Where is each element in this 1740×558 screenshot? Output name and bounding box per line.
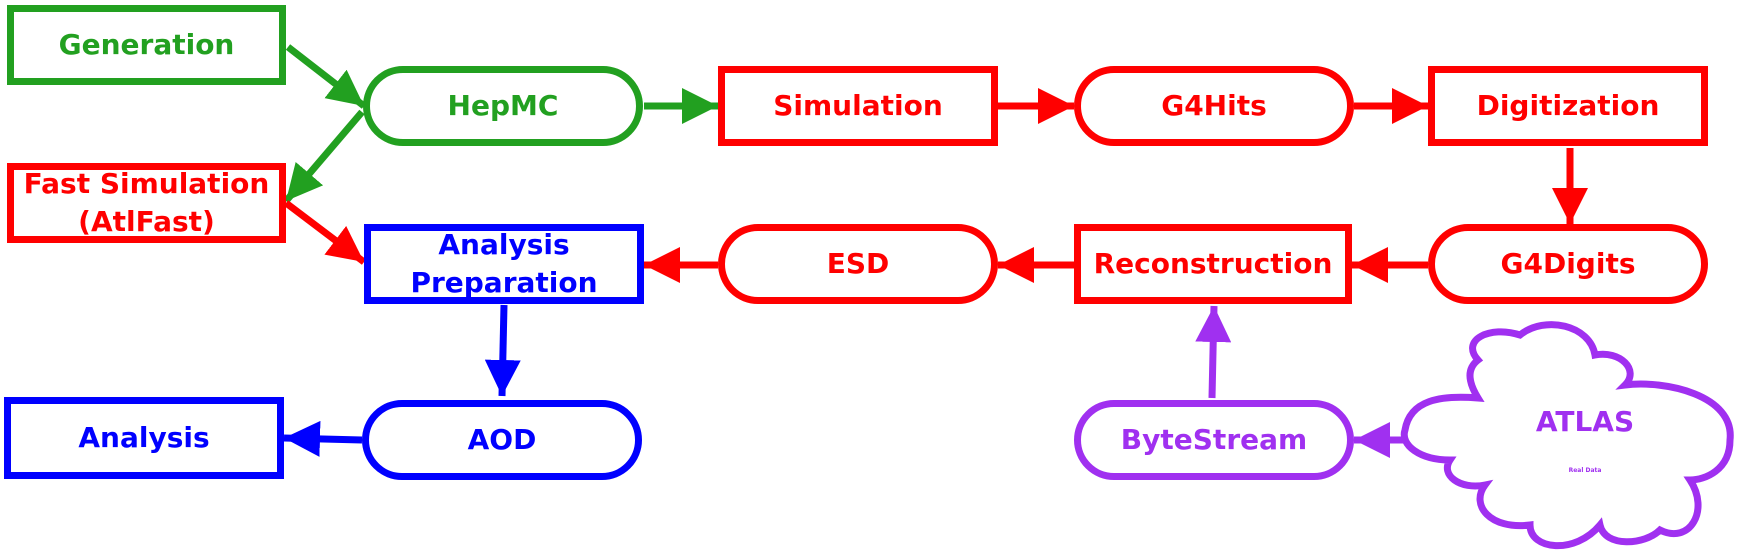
node-esd: ESD	[718, 224, 998, 304]
node-fast-simulation-label-line1: Fast Simulation	[23, 167, 270, 200]
arrow-bytestream-to-reconstruction	[1195, 305, 1232, 399]
node-generation-label: Generation	[58, 28, 235, 61]
arrow-hepmc-to-fast-simulation	[283, 109, 365, 204]
node-bytestream: ByteStream	[1074, 400, 1354, 480]
arrow-analysis-preparation-to-aod	[484, 304, 521, 397]
node-hepmc: HepMC	[363, 66, 643, 146]
node-g4digits: G4Digits	[1428, 224, 1708, 304]
node-reconstruction: Reconstruction	[1074, 224, 1352, 304]
node-analysis-preparation-label-line1: Analysis	[438, 228, 570, 261]
node-g4hits-label: G4Hits	[1161, 89, 1267, 122]
node-simulation-label: Simulation	[773, 89, 943, 122]
atlas-cloud-shape	[1400, 321, 1734, 550]
node-analysis-preparation: Analysis Preparation	[364, 224, 644, 304]
node-digitization: Digitization	[1428, 66, 1708, 146]
node-generation: Generation	[7, 5, 286, 85]
node-bytestream-label: ByteStream	[1120, 423, 1308, 456]
node-fast-simulation: Fast Simulation (AtlFast)	[7, 163, 286, 243]
node-analysis: Analysis	[4, 397, 284, 479]
node-simulation: Simulation	[718, 66, 998, 146]
arrow-fast-simulation-to-analysis-preparation	[283, 200, 367, 265]
node-hepmc-label: HepMC	[447, 89, 559, 122]
node-analysis-preparation-label-line2: Preparation	[410, 266, 598, 299]
node-fast-simulation-label-line2: (AtlFast)	[78, 205, 215, 238]
arrow-aod-to-analysis	[283, 420, 363, 457]
node-analysis-label: Analysis	[78, 421, 210, 454]
node-aod-label: AOD	[467, 423, 537, 456]
atlas-cloud-label: ATLAS	[1535, 405, 1635, 438]
arrow-generation-to-hepmc	[285, 44, 367, 109]
atlas-cloud-sublabel: Real Data	[1568, 467, 1602, 474]
node-esd-label: ESD	[826, 247, 890, 280]
node-digitization-label: Digitization	[1476, 89, 1660, 122]
node-aod: AOD	[362, 400, 642, 480]
node-reconstruction-label: Reconstruction	[1093, 247, 1333, 280]
node-g4hits: G4Hits	[1074, 66, 1354, 146]
node-g4digits-label: G4Digits	[1500, 247, 1636, 280]
